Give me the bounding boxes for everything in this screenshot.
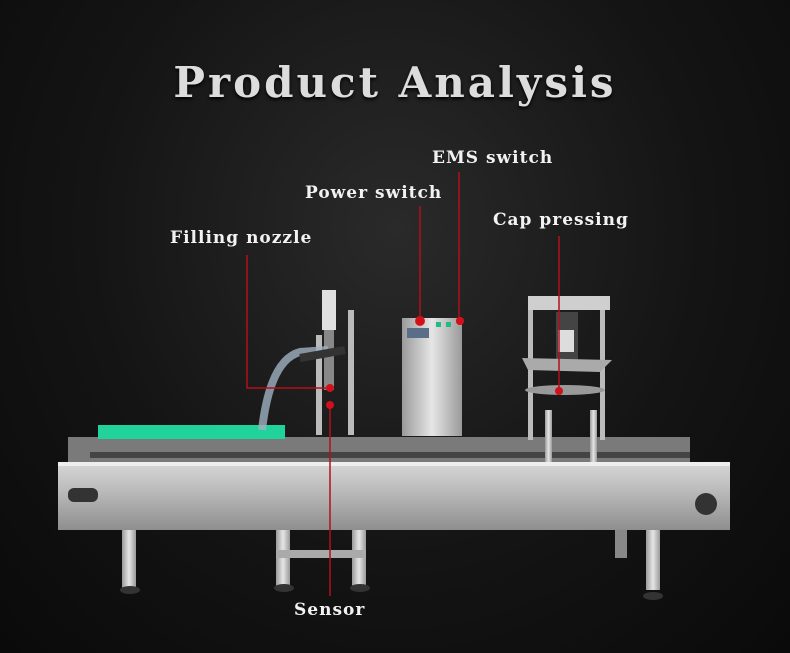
label-filling-nozzle: Filling nozzle [170, 228, 313, 248]
ems-switch-dot [456, 317, 464, 325]
cap-pressing-dot [555, 387, 563, 395]
end-knob-right [695, 493, 717, 515]
cap-press-unit [522, 296, 612, 495]
label-ems-switch: EMS switch [432, 148, 554, 168]
conveyor-body [58, 462, 730, 530]
filling-nozzle-dot [326, 384, 334, 392]
machine-legs [120, 528, 663, 600]
filling-nozzle-leader [246, 255, 330, 389]
conveyor-rail [68, 437, 690, 463]
end-knob-left [68, 488, 98, 502]
power-switch-dot [416, 317, 424, 325]
sensor-dot [326, 401, 334, 409]
label-cap-pressing: Cap pressing [493, 210, 629, 230]
page-title: Product Analysis [173, 58, 617, 107]
control-box [402, 316, 464, 436]
green-guide [98, 425, 285, 439]
filling-unit [258, 290, 354, 435]
label-power-switch: Power switch [305, 183, 443, 203]
label-sensor: Sensor [294, 600, 366, 620]
